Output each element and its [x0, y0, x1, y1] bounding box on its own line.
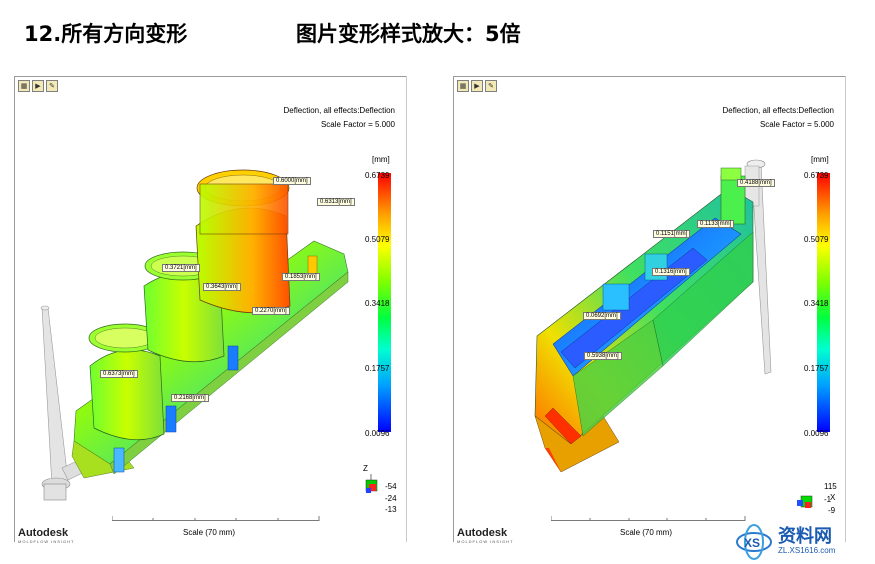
deflection-callout: 0.5938[mm]: [584, 352, 622, 360]
legend-tick: 0.5079: [365, 235, 390, 244]
watermark-text: 资料网: [778, 526, 832, 547]
triad-axis-label: X: [830, 493, 836, 502]
legend-tick: 0.1757: [804, 364, 829, 373]
legend-tick: 0.6739: [804, 171, 829, 180]
deflection-callout: 0.2270[mm]: [252, 307, 290, 315]
legend-tick: 0.6739: [365, 171, 390, 180]
watermark: XS 资料网 ZL.XS1616.com: [734, 520, 872, 564]
triad-value: 115: [824, 482, 837, 491]
deflection-callout: 0.2168[mm]: [171, 394, 209, 402]
orientation-triad: [365, 474, 378, 493]
left-result-viewport[interactable]: ▦ ▶ ✎ Deflection, all effects:Deflection…: [14, 76, 407, 544]
triad-value: -24: [385, 494, 397, 503]
deflection-callout: 0.1316[mm]: [652, 268, 690, 276]
legend-tick: 0.3418: [365, 299, 390, 308]
legend-unit: [mm]: [811, 155, 829, 164]
scale-factor: Scale Factor = 5.000: [320, 120, 395, 129]
brand-subtitle: MOLDFLOW INSIGHT: [457, 539, 514, 544]
triad-value: -13: [385, 505, 397, 514]
deflection-callout: 0.1151[mm]: [653, 230, 691, 238]
animate-icon[interactable]: ▶: [471, 80, 483, 92]
scale-bar: [112, 520, 319, 521]
triad-axis-label: Z: [363, 464, 368, 473]
scale-label: Scale (70 mm): [183, 528, 236, 537]
legend-tick: 0.3418: [804, 299, 829, 308]
plot-icon[interactable]: ▦: [18, 80, 30, 92]
deflection-callout: 0.6373[mm]: [100, 370, 138, 378]
deflection-callout: 0.6313[mm]: [317, 198, 355, 206]
svg-text:XS: XS: [744, 536, 760, 550]
right-result-viewport[interactable]: ▦ ▶ ✎ Deflection, all effects:Deflection…: [453, 76, 846, 544]
legend-unit: [mm]: [372, 155, 390, 164]
brand-subtitle: MOLDFLOW INSIGHT: [18, 539, 75, 544]
scale-label: Scale (70 mm): [620, 528, 673, 537]
options-icon[interactable]: ✎: [485, 80, 497, 92]
scale-factor: Scale Factor = 5.000: [759, 120, 834, 129]
deflection-callout: 0.6000[mm]: [273, 177, 311, 185]
options-icon[interactable]: ✎: [46, 80, 58, 92]
slide-subtitle: 图片变形样式放大：5倍: [296, 22, 521, 46]
animate-icon[interactable]: ▶: [32, 80, 44, 92]
left-toolbar: ▦ ▶ ✎: [18, 80, 58, 92]
right-toolbar: ▦ ▶ ✎: [457, 80, 497, 92]
scale-bar: [551, 520, 745, 521]
brand-name: Autodesk: [457, 527, 508, 539]
deflection-callout: 0.3643[mm]: [203, 283, 241, 291]
triad-value: -54: [385, 482, 397, 491]
deflection-callout: 0.3721[mm]: [162, 264, 200, 272]
triad-value: -9: [828, 506, 836, 515]
brand-logo: Autodesk MOLDFLOW INSIGHT: [457, 527, 513, 544]
triad-value: -1: [824, 495, 832, 504]
deformed-part-model[interactable]: [14, 76, 407, 542]
scale-bar-ticks: [112, 516, 320, 521]
plot-title: Deflection, all effects:Deflection: [283, 106, 395, 115]
deflection-callout: 0.1853[mm]: [282, 273, 320, 281]
deflection-callout: 0.4188[mm]: [737, 179, 775, 187]
brand-name: Autodesk: [18, 527, 69, 539]
legend-tick: 0.1757: [365, 364, 390, 373]
color-legend-bar: [817, 173, 830, 432]
color-legend-bar: [378, 173, 391, 432]
deflection-callout: 0.1133[mm]: [697, 220, 735, 228]
brand-logo: Autodesk MOLDFLOW INSIGHT: [18, 527, 74, 544]
plot-icon[interactable]: ▦: [457, 80, 469, 92]
scale-bar-ticks: [551, 516, 746, 521]
deformed-part-model[interactable]: [453, 76, 846, 542]
orientation-triad: [797, 495, 813, 508]
slide-title: 12.所有方向变形: [24, 22, 188, 46]
deflection-callout: 0.0692[mm]: [583, 312, 621, 320]
watermark-logo-icon: XS: [736, 524, 772, 560]
legend-tick: 0.0096: [804, 429, 829, 438]
watermark-url: ZL.XS1616.com: [778, 546, 836, 555]
legend-tick: 0.0096: [365, 429, 390, 438]
legend-tick: 0.5079: [804, 235, 829, 244]
plot-title: Deflection, all effects:Deflection: [722, 106, 834, 115]
